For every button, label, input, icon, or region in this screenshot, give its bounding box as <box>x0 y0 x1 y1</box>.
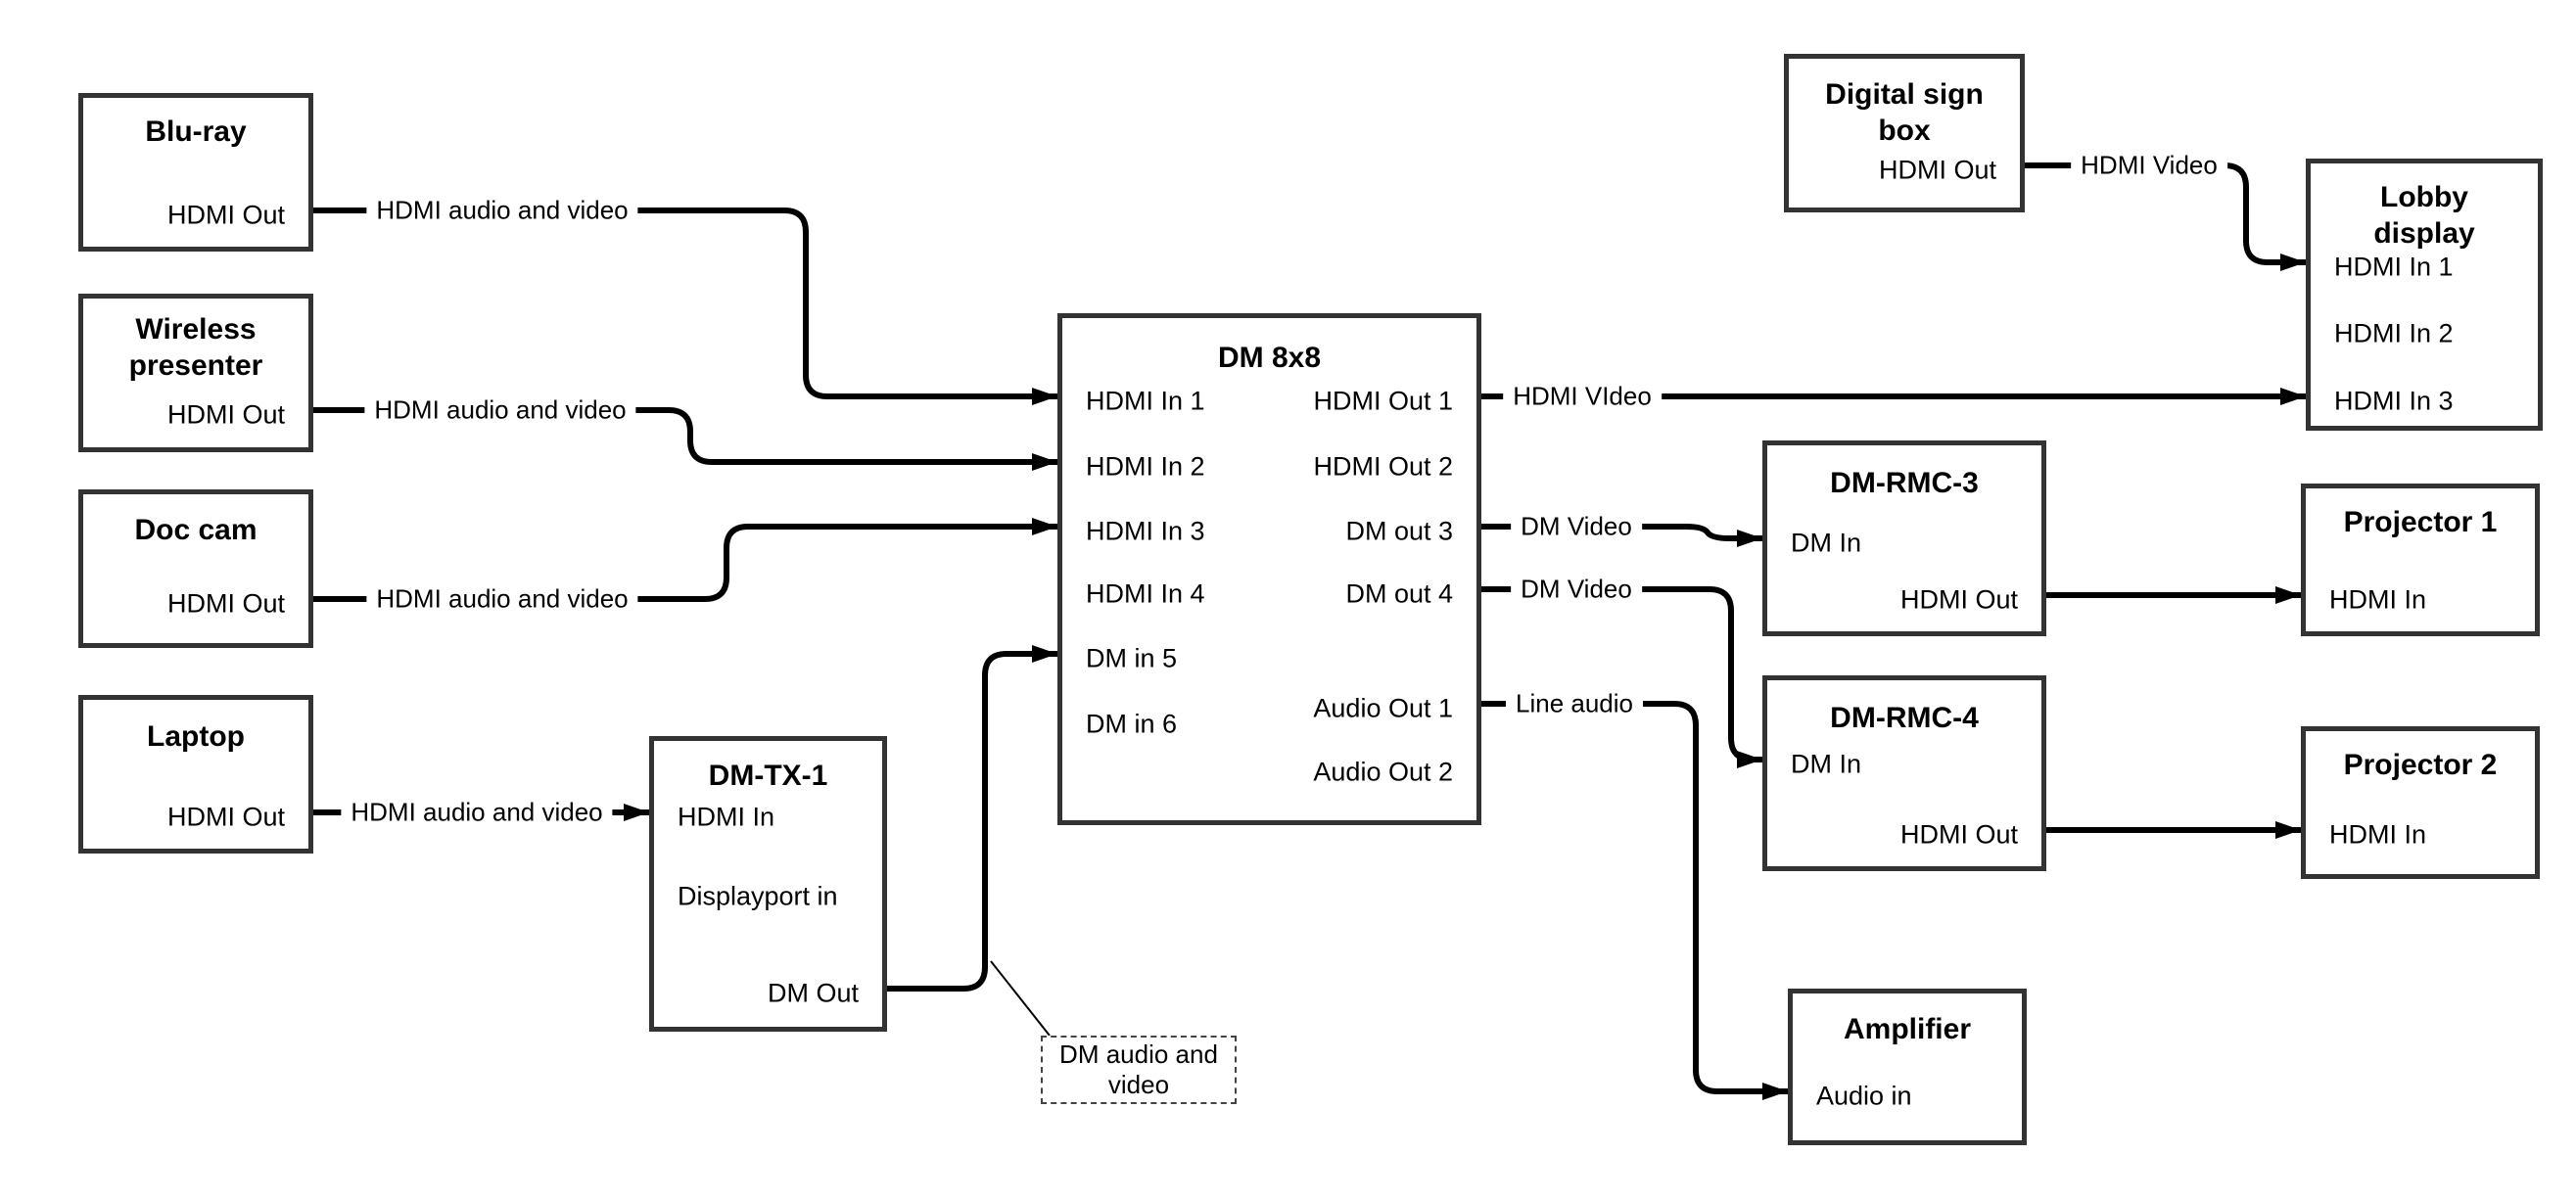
port-dm-tx-1-dm-out: DM Out <box>767 978 859 1008</box>
node-title-doc-cam: Doc cam <box>134 514 258 546</box>
port-doc-cam-hdmi-out: HDMI Out <box>166 588 285 619</box>
port-dm-rmc-4-dm-in: DM In <box>1791 749 1862 779</box>
port-projector-2-hdmi-in: HDMI In <box>2329 819 2427 850</box>
port-dm-8x8-hdmi-out-1: HDMI Out 1 <box>1313 386 1453 416</box>
port-dm-rmc-4-hdmi-out: HDMI Out <box>1899 819 2018 850</box>
port-dm-8x8-dm-out-3: DM out 3 <box>1345 516 1453 546</box>
port-dm-8x8-hdmi-in-1: HDMI In 1 <box>1086 386 1205 416</box>
port-dm-rmc-3-dm-in: DM In <box>1791 528 1862 558</box>
node-title-dm-rmc-3: DM-RMC-3 <box>1830 467 1979 499</box>
port-dm-rmc-3-hdmi-out: HDMI Out <box>1899 584 2018 615</box>
wire-label-doc-cam-to-dm8x8-in3: HDMI audio and video <box>366 581 638 617</box>
port-dm-8x8-audio-out-2: Audio Out 2 <box>1313 757 1453 787</box>
port-dm-8x8-hdmi-in-4: HDMI In 4 <box>1086 578 1205 609</box>
wire-dm8x8-audioout1-to-amplifier <box>1481 701 1788 1100</box>
node-title-lobby-display: Lobby display <box>2373 181 2475 250</box>
wire-label-dm8x8-out1-to-lobby-in3: HDMI VIdeo <box>1503 379 1662 414</box>
callout-pointer-line <box>990 960 1051 1037</box>
node-dm-rmc-3: DM-RMC-3 DM In HDMI Out <box>1762 440 2046 636</box>
port-dm-8x8-hdmi-out-2: HDMI Out 2 <box>1313 451 1453 482</box>
node-title-projector-1: Projector 1 <box>2343 506 2498 538</box>
port-digital-sign-box-hdmi-out: HDMI Out <box>1878 155 1996 185</box>
port-amplifier-audio-in: Audio in <box>1816 1081 1912 1111</box>
port-laptop-hdmi-out: HDMI Out <box>166 802 285 832</box>
port-lobby-display-hdmi-in-1: HDMI In 1 <box>2334 252 2454 282</box>
wire-dm-tx-1-to-dm8x8-in5 <box>887 645 1057 992</box>
wire-label-blu-ray-to-dm8x8-in1: HDMI audio and video <box>366 193 638 228</box>
port-dm-8x8-dm-out-4: DM out 4 <box>1345 578 1453 609</box>
port-dm-8x8-dm-in-5: DM in 5 <box>1086 643 1178 673</box>
port-wireless-presenter-hdmi-out: HDMI Out <box>166 399 285 430</box>
node-title-amplifier: Amplifier <box>1843 1013 1972 1045</box>
node-title-blu-ray: Blu-ray <box>145 115 247 148</box>
port-lobby-display-hdmi-in-2: HDMI In 2 <box>2334 318 2454 348</box>
wire-label-dm8x8-out4-to-rmc4: DM Video <box>1511 572 1642 607</box>
node-title-laptop: Laptop <box>147 720 245 753</box>
wire-label-laptop-to-dm-tx-1: HDMI audio and video <box>341 795 613 830</box>
node-dm-rmc-4: DM-RMC-4 DM In HDMI Out <box>1762 675 2046 871</box>
wire-label-digital-sign-to-lobby-in1: HDMI Video <box>2071 148 2227 183</box>
port-projector-1-hdmi-in: HDMI In <box>2329 584 2427 615</box>
node-title-dm-tx-1: DM-TX-1 <box>708 760 828 792</box>
node-title-dm-rmc-4: DM-RMC-4 <box>1830 702 1979 734</box>
port-dm-8x8-audio-out-1: Audio Out 1 <box>1313 693 1453 723</box>
wire-blu-ray-to-dm8x8-in1 <box>313 208 1057 405</box>
port-lobby-display-hdmi-in-3: HDMI In 3 <box>2334 386 2454 416</box>
node-title-digital-sign-box: Digital sign box <box>1825 78 1984 147</box>
port-dm-8x8-hdmi-in-3: HDMI In 3 <box>1086 516 1205 546</box>
node-title-wireless-presenter: Wireless presenter <box>128 313 263 382</box>
wire-label-dm8x8-audioout1-to-amplifier: Line audio <box>1506 686 1643 721</box>
port-dm-8x8-hdmi-in-2: HDMI In 2 <box>1086 451 1205 482</box>
port-dm-tx-1-hdmi-in: HDMI In <box>678 802 775 832</box>
port-dm-tx-1-displayport-in: Displayport in <box>678 881 838 911</box>
port-blu-ray-hdmi-out: HDMI Out <box>166 200 285 230</box>
wire-dm8x8-out4-to-rmc4 <box>1481 586 1762 768</box>
port-dm-8x8-dm-in-6: DM in 6 <box>1086 709 1178 739</box>
node-projector-2: Projector 2 HDMI In <box>2301 726 2540 879</box>
node-title-projector-2: Projector 2 <box>2343 749 2498 781</box>
node-title-dm-8x8: DM 8x8 <box>1217 342 1322 374</box>
node-projector-1: Projector 1 HDMI In <box>2301 484 2540 636</box>
callout-note: DM audio and video <box>1041 1036 1237 1104</box>
wire-label-wireless-to-dm8x8-in2: HDMI audio and video <box>364 393 636 428</box>
wire-label-dm8x8-out3-to-rmc3: DM Video <box>1511 509 1642 544</box>
